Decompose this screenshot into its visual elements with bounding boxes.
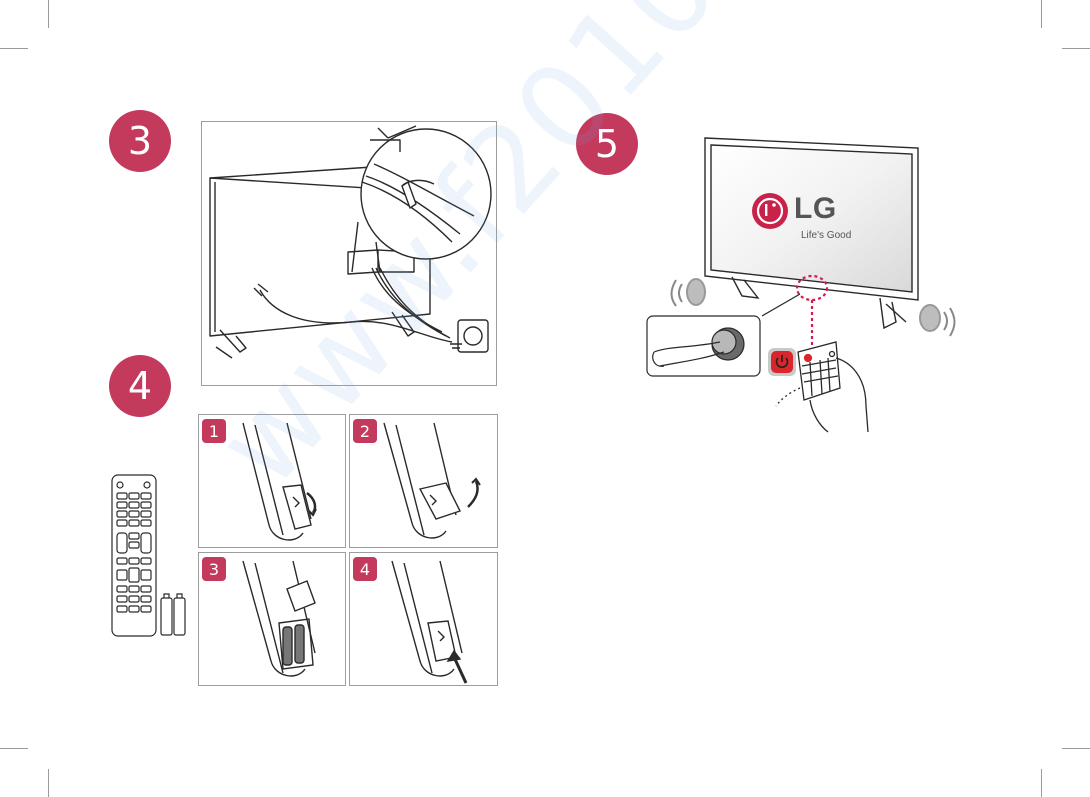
tv-cable-illustration [209, 125, 492, 359]
remote-insert-batteries [242, 560, 316, 677]
lg-tagline: Life's Good [801, 230, 852, 241]
crop-mark [1041, 769, 1042, 797]
step-4-sub-1: 1 [198, 414, 346, 548]
lg-brand-text: LG [794, 192, 837, 225]
remote-back-cover-closing [391, 560, 468, 684]
lg-logo-icon [752, 193, 788, 229]
crop-mark [1062, 48, 1090, 49]
ir-sensor-indicator [795, 274, 829, 346]
sub-step-badge: 1 [202, 419, 226, 443]
crop-mark [48, 0, 49, 28]
remote-back-cover-opening [383, 422, 481, 539]
step-4-sub-4: 4 [349, 552, 498, 686]
remote-back-cover-closed [242, 422, 317, 541]
step-4-badge: 4 [109, 355, 171, 417]
crop-mark [1062, 748, 1090, 749]
power-icon [768, 348, 796, 376]
step-5-badge: 5 [576, 113, 638, 175]
step-4-sub-2: 2 [349, 414, 498, 548]
step-3-illustration [201, 121, 497, 386]
step-4-sub-3: 3 [198, 552, 346, 686]
crop-mark [0, 48, 28, 49]
crop-mark [48, 769, 49, 797]
speaker-icon [670, 278, 956, 337]
sub-step-badge: 2 [353, 419, 377, 443]
crop-mark [0, 748, 28, 749]
sub-step-badge: 4 [353, 557, 377, 581]
step-3-badge: 3 [109, 110, 171, 172]
crop-mark [1041, 0, 1042, 28]
sub-step-badge: 3 [202, 557, 226, 581]
